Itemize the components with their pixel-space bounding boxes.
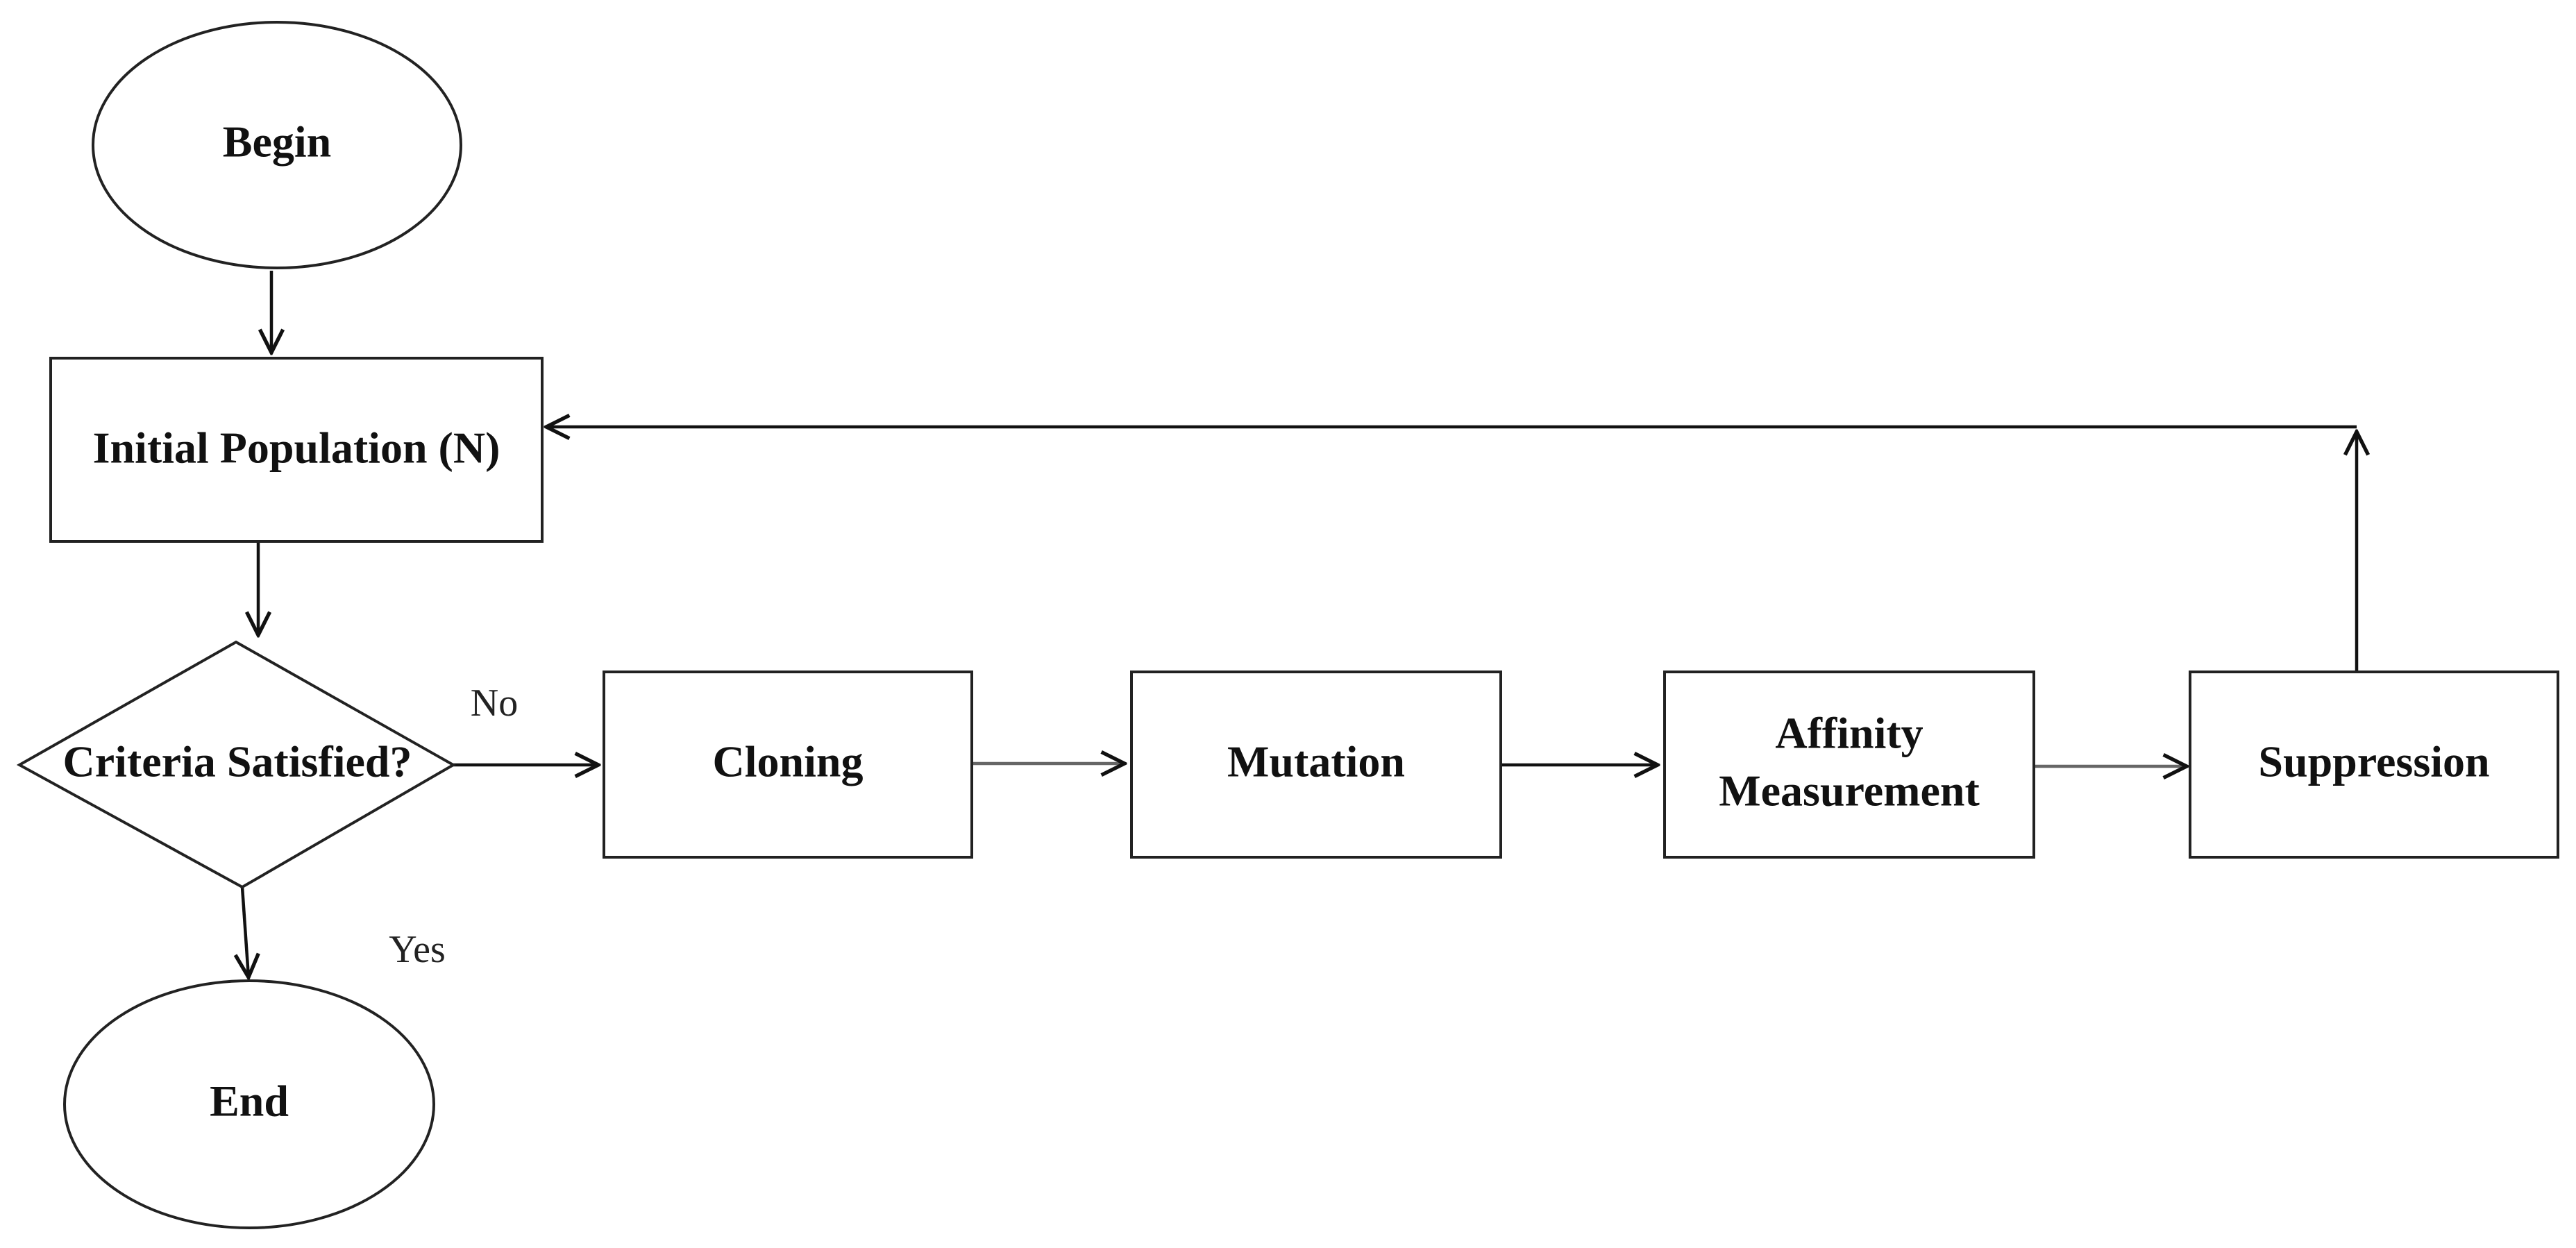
node-suppression: Suppression [2189,671,2559,859]
node-begin: Begin [92,21,462,269]
node-initial-population: Initial Population (N) [49,357,544,543]
node-end: End [63,979,435,1229]
node-affinity-label-line1: Affinity [1775,709,1923,758]
edge-criteria-to-end [242,886,249,977]
edge-label-yes: Yes [389,928,445,971]
node-initial-population-label: Initial Population (N) [93,423,500,473]
node-criteria-decision: Criteria Satisfied? [16,640,457,889]
node-suppression-label: Suppression [2258,737,2489,786]
node-end-label: End [210,1077,289,1126]
node-affinity-measurement: Affinity Measurement [1663,671,2035,859]
node-cloning-label: Cloning [713,737,864,786]
node-mutation: Mutation [1130,671,1502,859]
node-criteria-label: Criteria Satisfied? [63,737,412,786]
node-begin-label: Begin [223,117,331,167]
edges [242,271,2357,977]
node-cloning: Cloning [603,671,973,859]
edge-label-no: No [471,682,518,725]
node-affinity-label-line2: Measurement [1719,766,1980,816]
node-mutation-label: Mutation [1227,737,1405,786]
